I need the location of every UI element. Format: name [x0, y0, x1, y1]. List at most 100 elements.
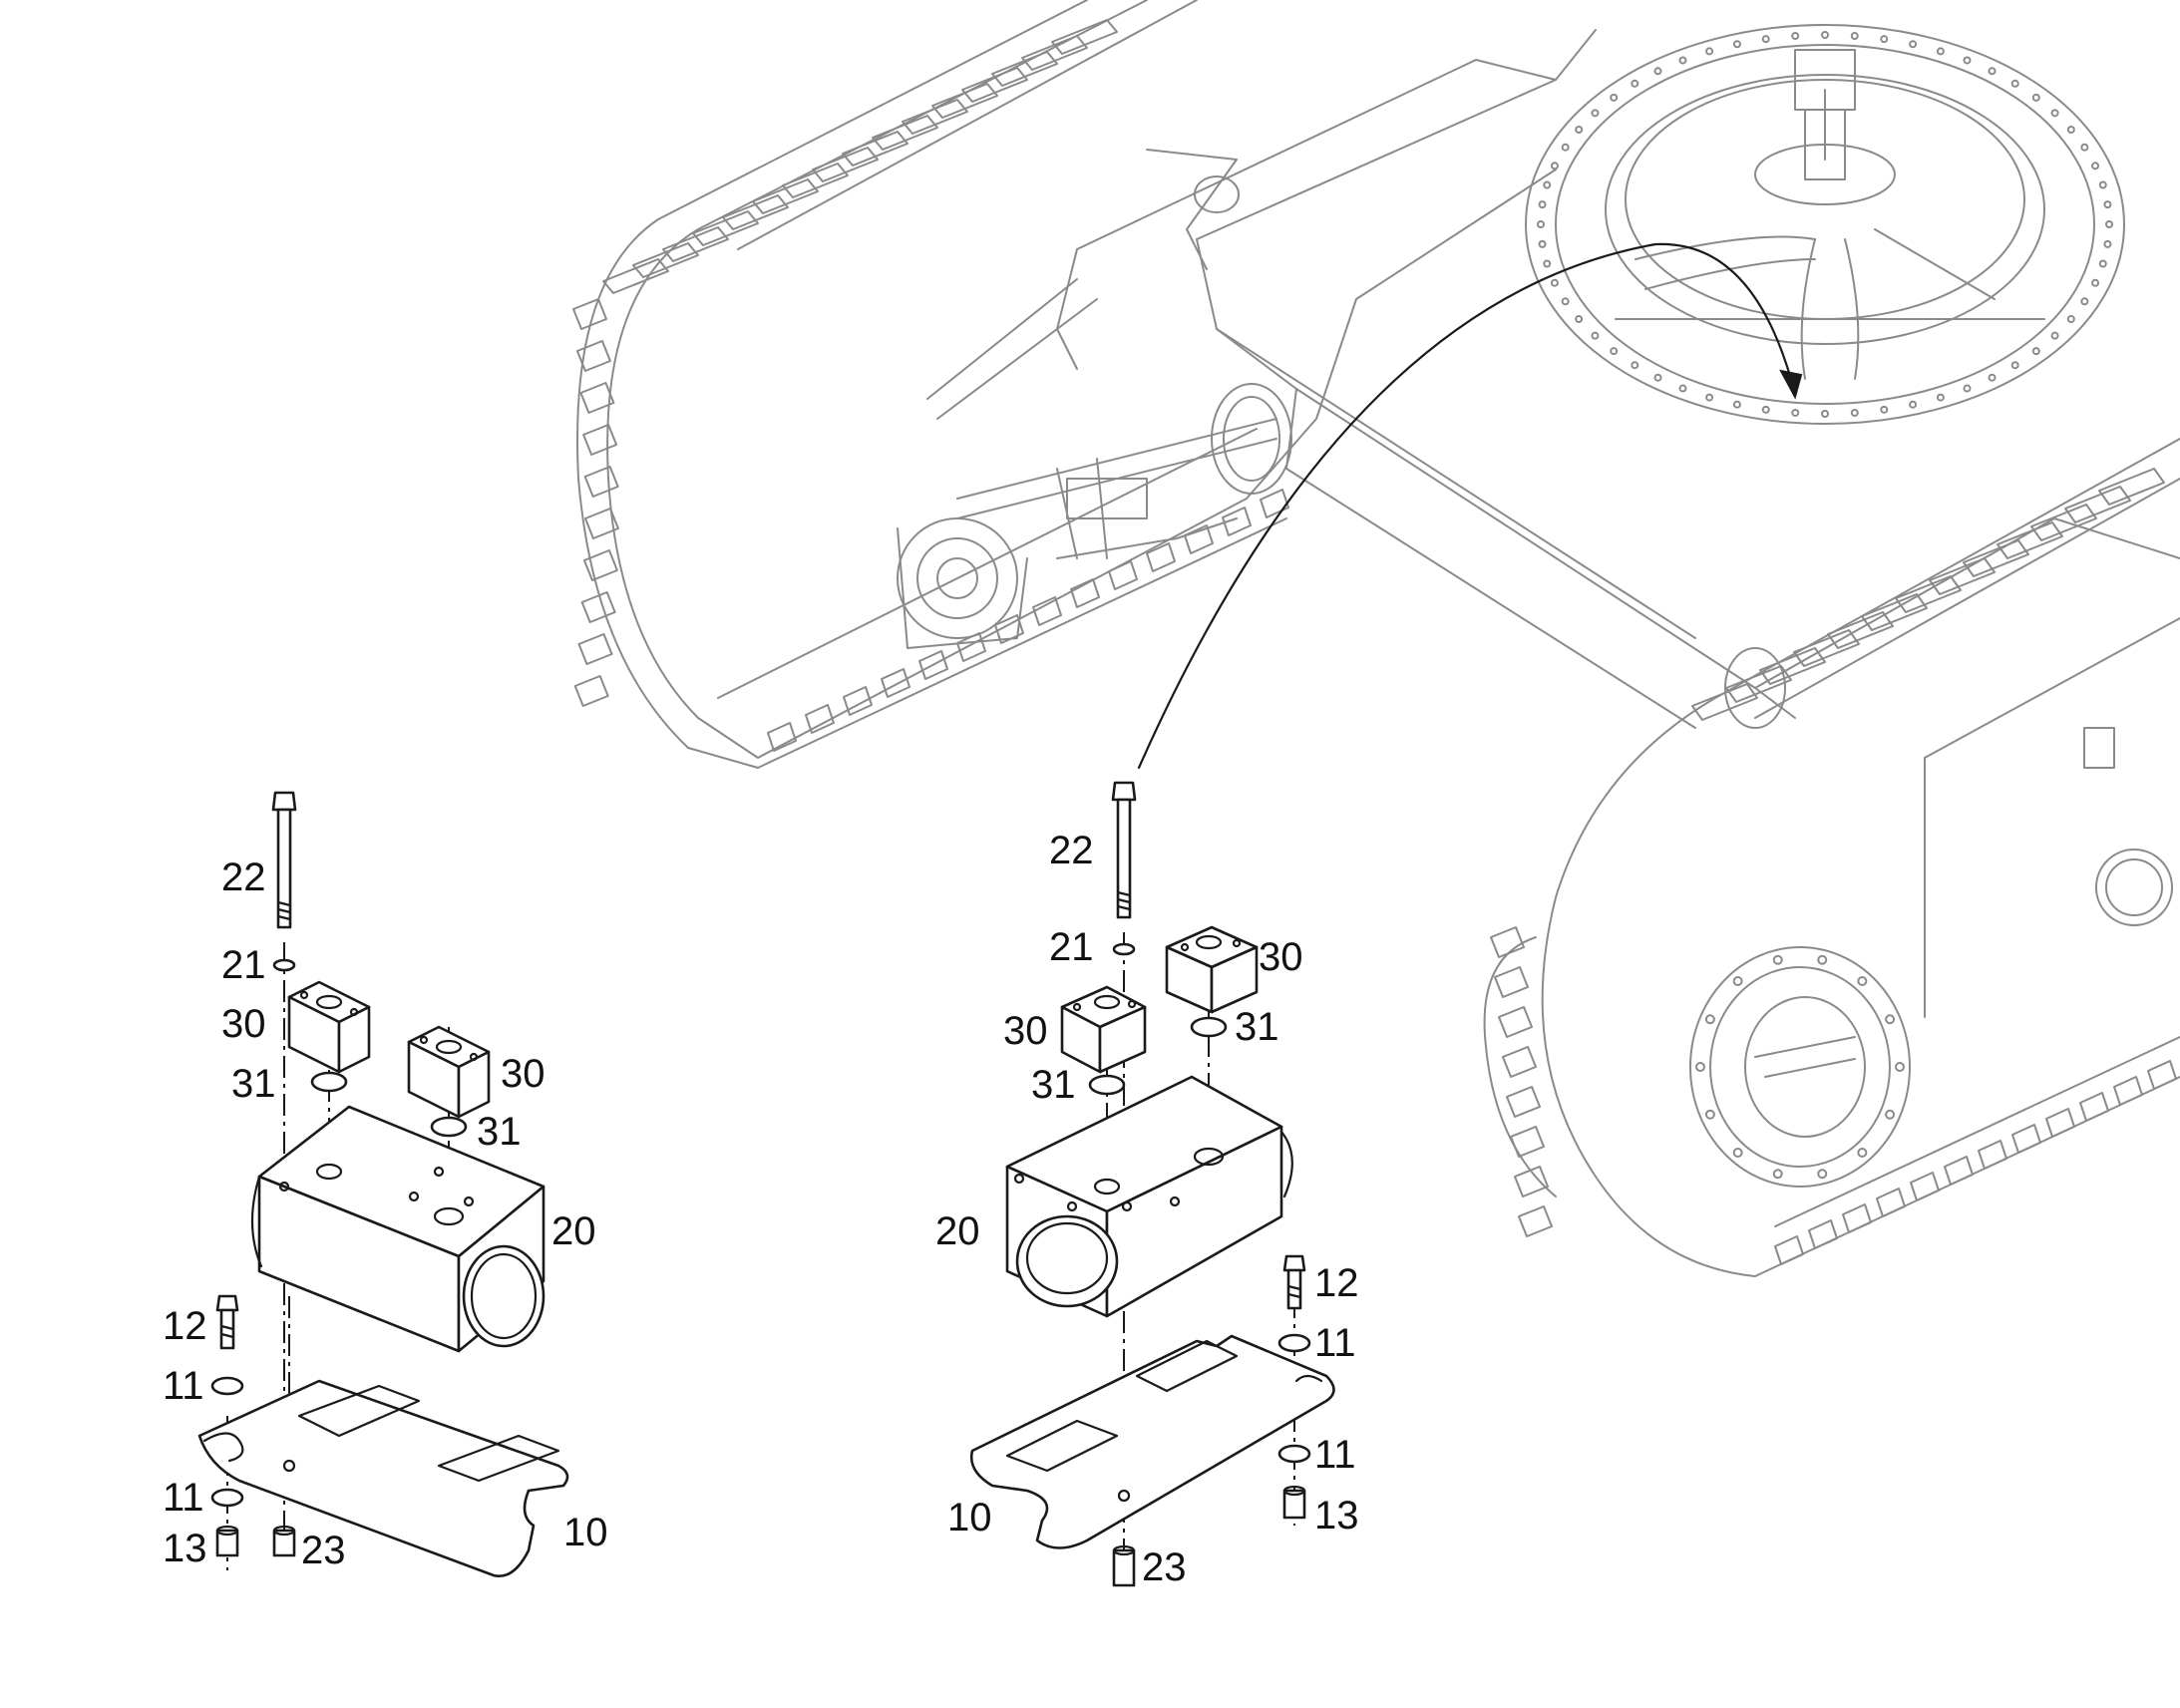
right-oring-b	[1190, 1016, 1228, 1038]
track-shoe	[842, 131, 908, 167]
ring-bolt-hole	[1543, 180, 1552, 189]
left-nut-long	[272, 1525, 296, 1557]
ring-bolt-hole	[1591, 109, 1600, 118]
drive-bolt	[1857, 975, 1868, 986]
left-oring-b	[430, 1116, 468, 1138]
ring-bolt-hole	[1963, 384, 1972, 393]
ring-bolt-hole	[1653, 67, 1662, 76]
right-callout-23: 23	[1142, 1545, 1187, 1589]
drive-bolt	[1695, 1062, 1705, 1072]
ring-bolt-hole	[1821, 410, 1829, 418]
drive-bolt	[1704, 1109, 1715, 1120]
drive-bolt	[1817, 1169, 1828, 1180]
left-callout-31b: 31	[477, 1110, 522, 1154]
track-shoe	[1222, 507, 1252, 536]
right-flange-b	[1165, 925, 1259, 1014]
ring-bolt-hole	[1610, 347, 1619, 356]
track-shoe	[2147, 1060, 2177, 1090]
track-shoe	[573, 675, 609, 707]
right-nut-short	[1282, 1485, 1306, 1520]
left-callouts: 22 21 30 31 30 31 20 12 11 11 13 23 10	[163, 855, 608, 1572]
right-base-plate	[969, 1334, 1335, 1549]
track-shoe	[1978, 1140, 2007, 1170]
car-body-frame	[926, 29, 1796, 729]
left-callout-20: 20	[551, 1209, 596, 1253]
track-shoe	[662, 226, 729, 262]
right-callout-10: 10	[947, 1496, 992, 1539]
track-shoe	[1944, 1156, 1974, 1186]
right-washer-lower	[1277, 1444, 1311, 1464]
ring-bolt-hole	[1821, 31, 1829, 39]
track-shoe	[2113, 1076, 2143, 1106]
left-callout-12: 12	[163, 1304, 207, 1348]
track-shoe	[881, 668, 910, 698]
ring-bolt-hole	[1761, 405, 1770, 414]
drive-bolt	[1895, 1062, 1905, 1072]
drive-bolt	[1885, 1109, 1896, 1120]
track-shoe	[1490, 926, 1525, 958]
right-assembly	[969, 781, 1335, 1587]
drive-bolt	[1857, 1148, 1868, 1159]
track-shoe	[572, 298, 607, 330]
track-shoe	[583, 466, 619, 498]
track-shoe	[722, 194, 789, 230]
ring-bolt-hole	[1678, 56, 1687, 65]
track-shoe	[1070, 578, 1100, 608]
track-shoe	[1963, 539, 2029, 577]
track-shoe	[1051, 19, 1118, 55]
track-shoe	[575, 340, 611, 372]
track-shoe	[1929, 557, 1996, 595]
ring-bolt-hole	[1538, 239, 1547, 248]
ring-bolt-hole	[1791, 32, 1800, 41]
track-shoe	[1108, 560, 1138, 590]
track-shoe	[1260, 489, 1289, 518]
ring-bolt-hole	[2091, 278, 2100, 287]
ring-bolt-hole	[2066, 315, 2075, 323]
left-callout-10: 10	[563, 1511, 608, 1554]
ring-bolt-hole	[2103, 239, 2112, 248]
track-shoe	[994, 614, 1024, 644]
right-callout-20: 20	[935, 1209, 980, 1253]
right-washer-upper	[1277, 1333, 1311, 1353]
track-shoe	[902, 99, 968, 135]
track-shoe	[2079, 1092, 2109, 1122]
track-shoe	[602, 258, 669, 294]
ring-bolt-hole	[1575, 315, 1584, 323]
left-callout-31a: 31	[231, 1062, 276, 1106]
track-shoe	[1514, 1166, 1549, 1197]
ring-bolt-hole	[2031, 93, 2040, 102]
track-shoe	[1997, 521, 2063, 559]
drive-bolt	[1704, 1014, 1715, 1025]
left-callout-22: 22	[221, 855, 266, 899]
ring-bolt-hole	[1561, 143, 1570, 152]
ring-bolt-hole	[2031, 347, 2040, 356]
left-valve-body	[250, 1105, 545, 1353]
track-shoe	[1793, 629, 1860, 667]
track-shoe	[1510, 1126, 1545, 1158]
ring-bolt-hole	[1678, 384, 1687, 393]
ring-bolt-hole	[1537, 220, 1545, 228]
track-shoe	[961, 67, 1028, 103]
ring-bolt-hole	[1988, 67, 1997, 76]
drive-bolt	[1772, 954, 1783, 965]
ring-bolt-hole	[2010, 79, 2019, 88]
ring-bolt-hole	[2105, 220, 2113, 228]
drive-bolt	[1772, 1169, 1783, 1180]
ring-bolt-hole	[1550, 278, 1559, 287]
ring-bolt-hole	[1909, 400, 1918, 409]
ring-bolt-hole	[1880, 35, 1889, 44]
right-valve-body	[1005, 1075, 1293, 1318]
right-oring-a	[1088, 1074, 1126, 1096]
slewing-ring	[1525, 24, 2125, 425]
left-track	[572, 0, 1557, 769]
right-bolt-long	[1111, 781, 1137, 919]
ring-bolt-hole	[1761, 35, 1770, 44]
ring-bolt-hole	[1705, 393, 1714, 402]
track-shoe	[2064, 486, 2131, 523]
ring-bolt-hole	[1850, 32, 1859, 41]
track-shoe	[1725, 665, 1792, 703]
track-shoe	[1032, 596, 1062, 626]
left-callout-21: 21	[221, 943, 266, 987]
